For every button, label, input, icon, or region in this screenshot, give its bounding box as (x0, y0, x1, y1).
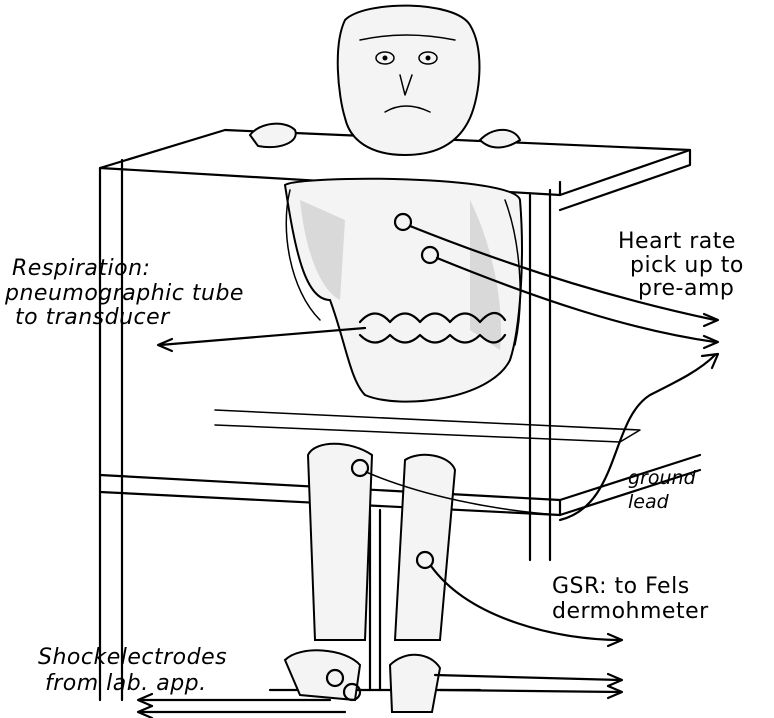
label-ground-line1: ground (628, 467, 697, 489)
label-respiration-line2: pneumographic tube (4, 281, 244, 306)
label-shock-electrodes: Shockelectrodes from lab. app. (38, 645, 227, 696)
label-gsr-line2: dermohmeter (552, 599, 709, 624)
label-gsr: GSR: to Fels dermohmeter (552, 574, 709, 624)
label-respiration-line1: Respiration: (12, 256, 150, 281)
label-respiration-line3: to transducer (15, 305, 171, 330)
label-ground-line2: lead (628, 491, 670, 513)
label-heart-rate: Heart rate pick up to pre-amp (618, 229, 744, 301)
label-gsr-line1: GSR: to Fels (552, 574, 690, 599)
label-shock-line2: from lab. app. (45, 671, 207, 696)
label-heart-rate-line3: pre-amp (638, 276, 734, 301)
label-shock-line1: Shockelectrodes (38, 645, 227, 670)
label-heart-rate-line1: Heart rate (618, 229, 736, 254)
label-heart-rate-line2: pick up to (630, 253, 744, 278)
label-respiration: Respiration: pneumographic tube to trans… (4, 256, 244, 330)
monkey-figure (250, 6, 522, 712)
